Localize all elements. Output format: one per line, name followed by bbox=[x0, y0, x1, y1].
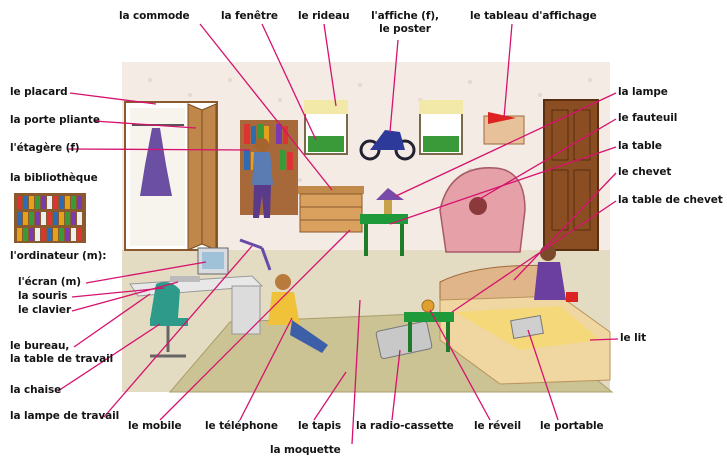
thumb-book bbox=[23, 196, 28, 209]
label-fauteuil: le fauteuil bbox=[618, 112, 677, 125]
thumb-book bbox=[47, 212, 52, 225]
thumb-book bbox=[35, 228, 40, 241]
thumb-book bbox=[41, 196, 46, 209]
label-placard: le placard bbox=[10, 86, 68, 99]
label-reveil: le réveil bbox=[474, 420, 521, 433]
thumb-book bbox=[77, 212, 82, 225]
label-fenetre: la fenêtre bbox=[221, 10, 278, 23]
thumb-book bbox=[65, 212, 70, 225]
thumb-book bbox=[71, 196, 76, 209]
thumb-book bbox=[29, 212, 34, 225]
commode-top bbox=[298, 186, 364, 194]
label-lampe: la lampe bbox=[618, 86, 668, 99]
label-bibliotheque: la bibliothèque bbox=[10, 172, 98, 185]
label-etagere: l'étagère (f) bbox=[10, 142, 80, 155]
label-table: la table bbox=[618, 140, 662, 153]
thumb-book bbox=[53, 212, 58, 225]
thumb-book bbox=[29, 228, 34, 241]
thumb-book bbox=[59, 228, 64, 241]
thumb-book bbox=[77, 228, 82, 241]
thumb-book bbox=[59, 212, 64, 225]
label-tableau-affichage: le tableau d'affichage bbox=[470, 10, 597, 23]
label-affiche: l'affiche (f), le poster bbox=[363, 10, 447, 36]
label-commode: la commode bbox=[119, 10, 190, 23]
label-ecran: l'écran (m) bbox=[18, 276, 81, 289]
alarm-clock bbox=[422, 300, 434, 312]
label-table-chevet: la table de chevet bbox=[618, 194, 723, 207]
bibliotheque-thumbnail bbox=[14, 193, 86, 243]
thumb-book bbox=[47, 196, 52, 209]
label-chaise: la chaise bbox=[10, 384, 61, 397]
desk-drawers bbox=[232, 286, 260, 334]
label-portable: le portable bbox=[540, 420, 604, 433]
thumb-book bbox=[65, 228, 70, 241]
thumb-book bbox=[23, 212, 28, 225]
window-right bbox=[419, 100, 463, 154]
label-chevet: le chevet bbox=[618, 166, 671, 179]
girl-body bbox=[252, 152, 273, 185]
label-bureau: le bureau, la table de travail bbox=[10, 340, 113, 366]
thumb-book bbox=[17, 228, 22, 241]
label-moquette: la moquette bbox=[270, 444, 341, 457]
label-souris: la souris bbox=[18, 290, 67, 303]
label-lit: le lit bbox=[620, 332, 646, 345]
thumb-book bbox=[47, 228, 52, 241]
label-ordinateur: l'ordinateur (m): bbox=[10, 250, 106, 263]
thumb-book bbox=[59, 196, 64, 209]
label-mobile: le mobile bbox=[128, 420, 181, 433]
thumb-book bbox=[53, 196, 58, 209]
thumb-book bbox=[29, 196, 34, 209]
thumb-book bbox=[71, 228, 76, 241]
thumb-book bbox=[71, 212, 76, 225]
closet-folding-door bbox=[188, 104, 216, 250]
boy-head bbox=[275, 274, 291, 290]
bedside-table bbox=[404, 312, 454, 322]
commode-body bbox=[300, 194, 362, 232]
label-clavier: le clavier bbox=[18, 304, 71, 317]
thumb-book bbox=[41, 228, 46, 241]
label-rideau: le rideau bbox=[298, 10, 349, 23]
keyboard bbox=[170, 276, 200, 282]
thumb-book bbox=[41, 212, 46, 225]
thumb-book bbox=[17, 212, 22, 225]
book bbox=[566, 292, 578, 302]
thumb-book bbox=[77, 196, 82, 209]
thumb-book bbox=[35, 196, 40, 209]
label-radio-cassette: la radio-cassette bbox=[356, 420, 454, 433]
girl-head bbox=[255, 138, 269, 152]
thumb-book bbox=[23, 228, 28, 241]
label-tapis: le tapis bbox=[298, 420, 341, 433]
thumb-book bbox=[17, 196, 22, 209]
label-lampe-travail: la lampe de travail bbox=[10, 410, 119, 423]
thumb-book bbox=[35, 212, 40, 225]
green-table bbox=[360, 214, 408, 224]
label-porte-pliante: la porte pliante bbox=[10, 114, 100, 127]
thumb-book bbox=[65, 196, 70, 209]
label-telephone: le téléphone bbox=[205, 420, 278, 433]
thumb-book bbox=[53, 228, 58, 241]
